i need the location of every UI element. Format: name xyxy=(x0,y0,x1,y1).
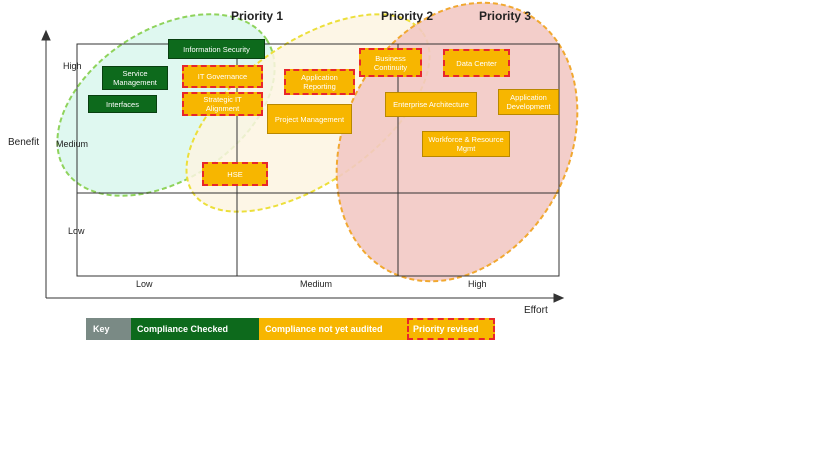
axes xyxy=(41,29,565,303)
x-level-medium: Medium xyxy=(300,279,333,289)
item-workforce-resource-mgmt: Workforce & Resource Mgmt xyxy=(422,131,510,157)
y-axis-label: Benefit xyxy=(8,137,40,148)
item-application-reporting: Application Reporting xyxy=(284,69,355,95)
grid xyxy=(76,43,560,277)
x-level-high: High xyxy=(468,279,487,289)
x-level-low: Low xyxy=(136,279,153,289)
item-project-management: Project Management xyxy=(267,104,352,134)
item-information-security: Information Security xyxy=(168,39,265,59)
legend-compliance-checked: Compliance Checked xyxy=(131,318,259,340)
item-interfaces: Interfaces xyxy=(88,95,157,113)
item-it-governance: IT Governance xyxy=(182,65,263,88)
y-level-high: High xyxy=(63,61,82,71)
item-business-continuity: Business Continuity xyxy=(359,48,422,77)
item-service-management: Service Management xyxy=(102,66,168,90)
item-strategic-it-alignment: Strategic IT Alignment xyxy=(182,92,263,116)
item-enterprise-architecture: Enterprise Architecture xyxy=(385,92,477,117)
item-data-center: Data Center xyxy=(443,49,510,77)
legend-not-audited: Compliance not yet audited xyxy=(259,318,407,340)
item-hse: HSE xyxy=(202,162,268,186)
y-level-low: Low xyxy=(68,226,85,236)
priority-2-title: Priority 2 xyxy=(381,9,434,23)
y-level-medium: Medium xyxy=(56,139,89,149)
legend-priority-revised: Priority revised xyxy=(407,318,495,340)
priority-1-title: Priority 1 xyxy=(231,9,284,23)
item-application-development: Application Development xyxy=(498,89,559,115)
legend-key: Key xyxy=(86,318,131,340)
priority-3-title: Priority 3 xyxy=(479,9,532,23)
x-axis-label: Effort xyxy=(524,305,548,316)
